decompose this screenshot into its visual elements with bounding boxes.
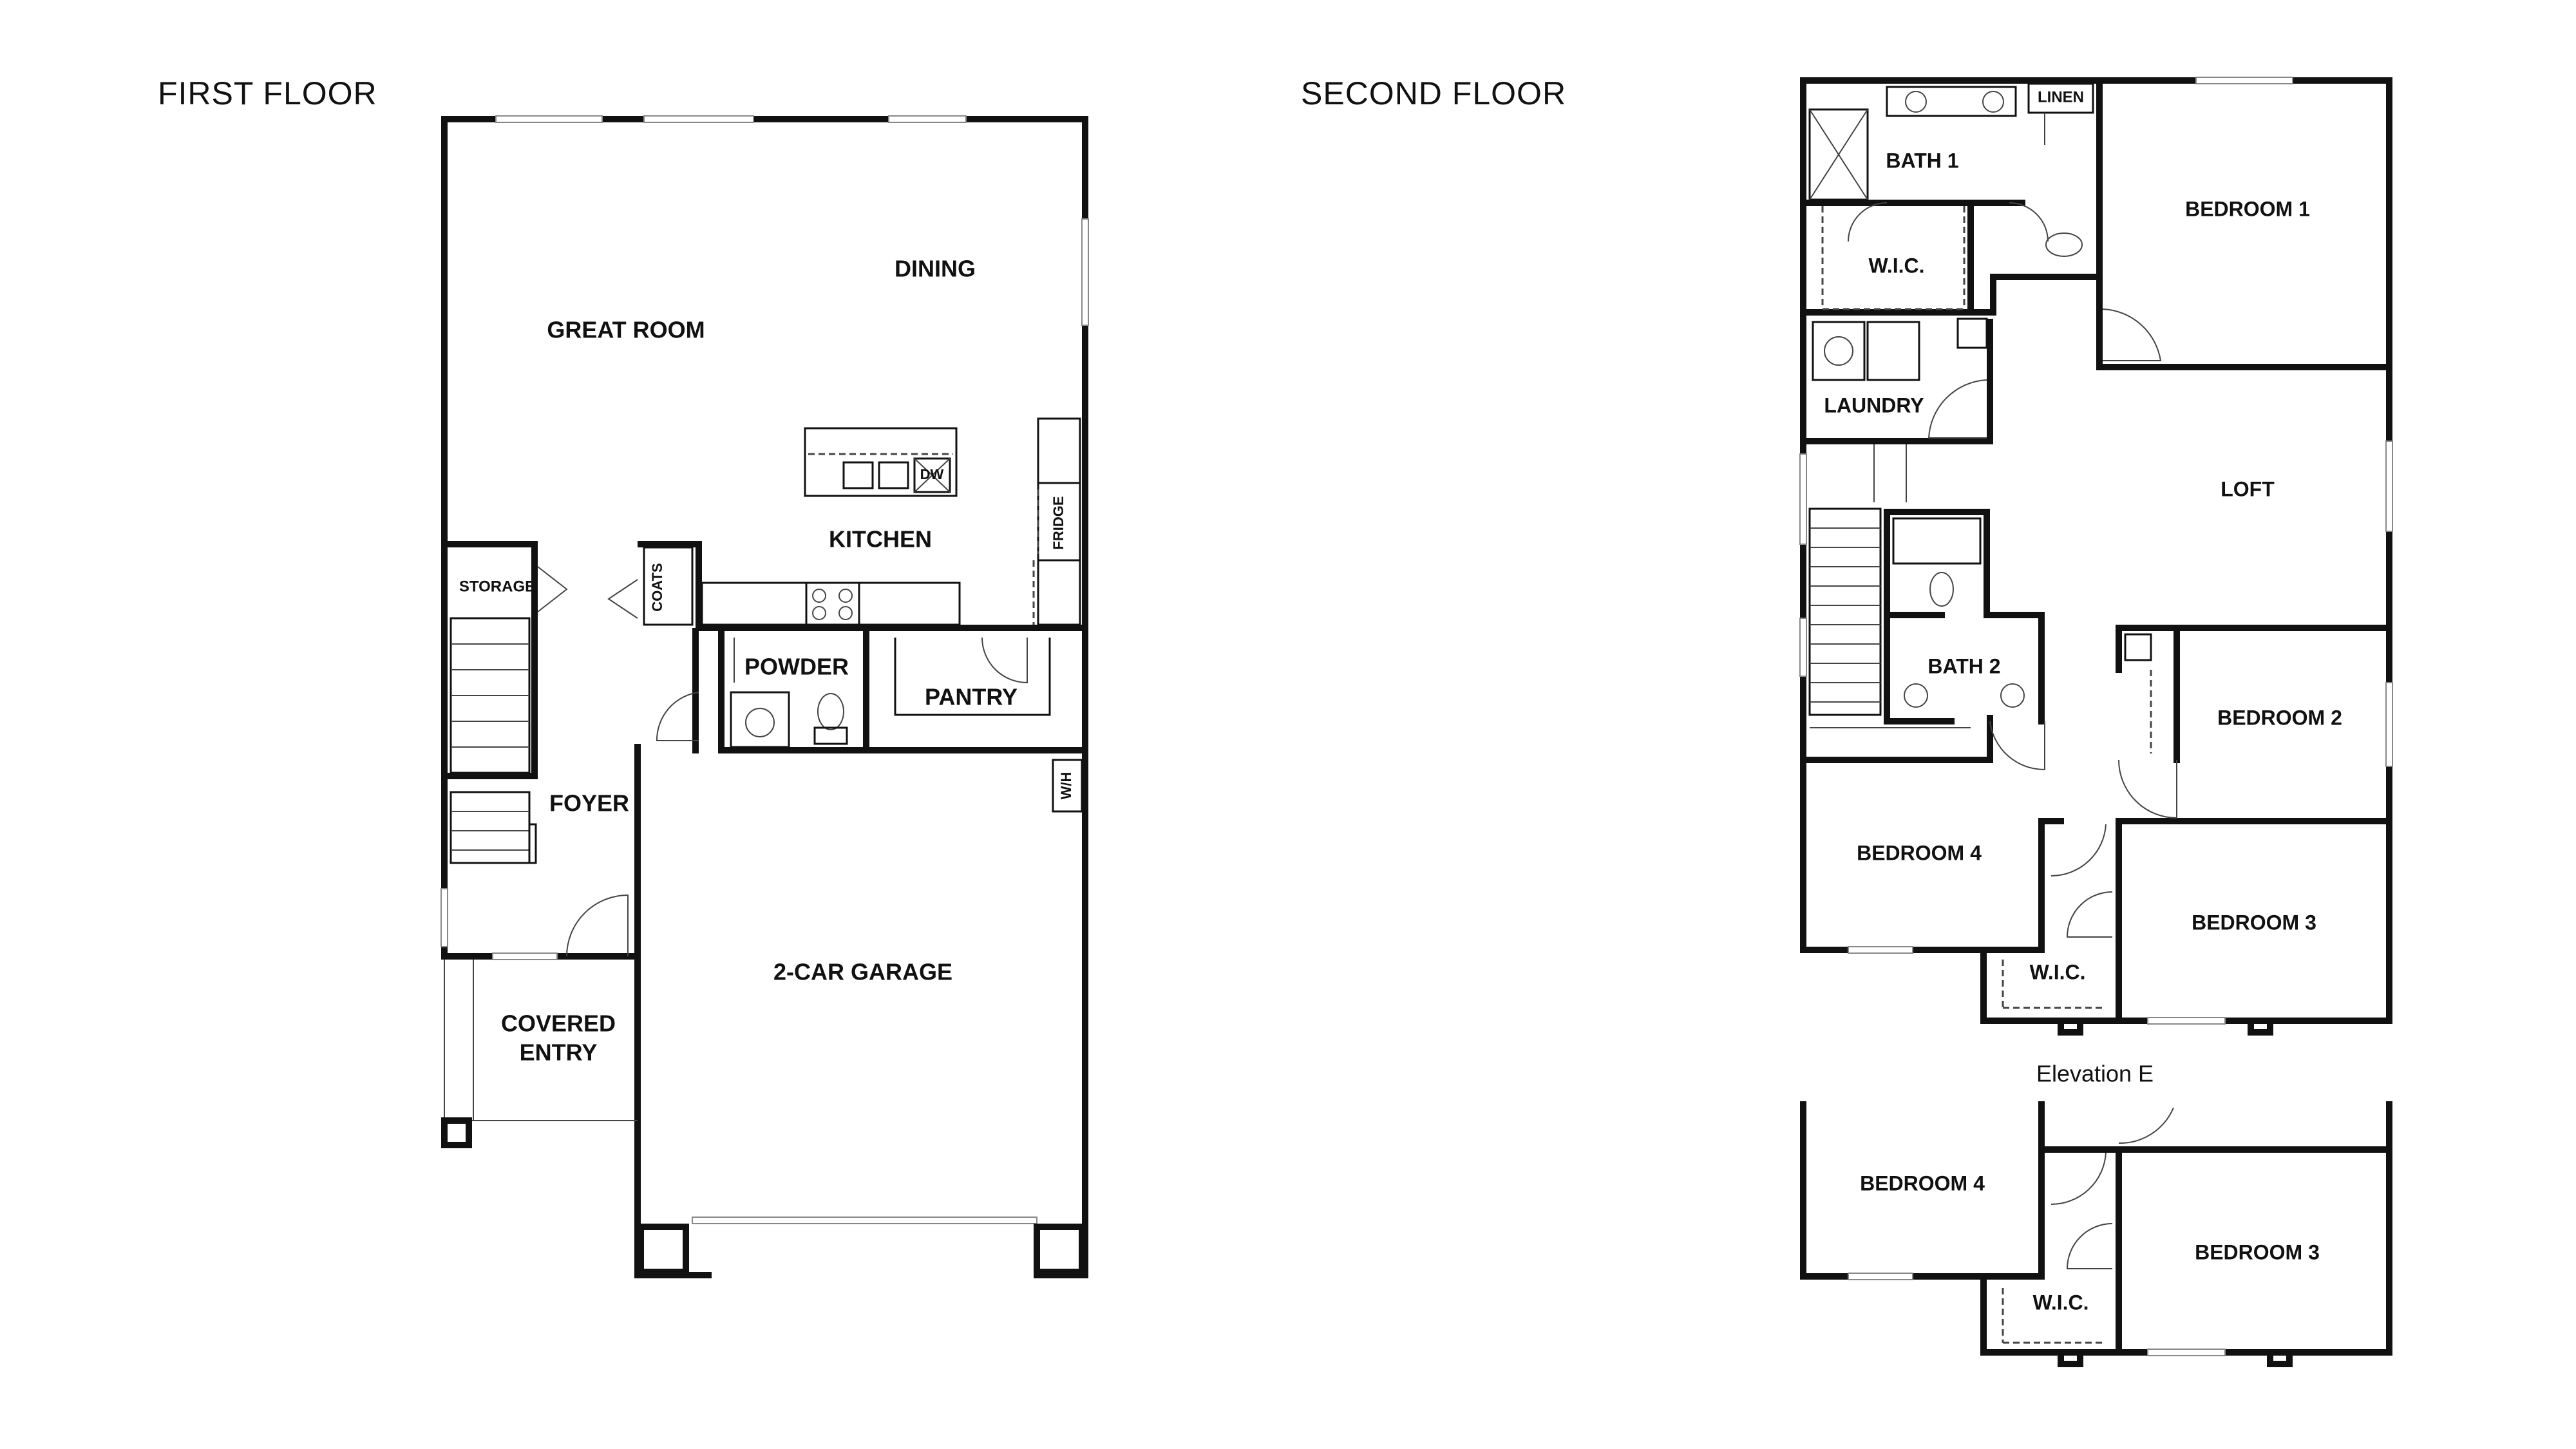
window (2195, 77, 2293, 84)
garage-label: 2-CAR GARAGE (773, 959, 952, 985)
bath2-label: BATH 2 (1927, 654, 2000, 677)
second-floor-walls (1799, 77, 2393, 1036)
bedroom3-label: BEDROOM 3 (2192, 911, 2316, 934)
loft-label: LOFT (2221, 477, 2275, 500)
range (805, 582, 860, 626)
window (2147, 1349, 2226, 1356)
window (1848, 1273, 1913, 1280)
second-floor-title: SECOND FLOOR (1301, 75, 1566, 111)
window (2147, 1017, 2226, 1025)
wic-primary-label: W.I.C. (1868, 254, 1924, 277)
garage-post (638, 1224, 689, 1275)
elevation-e-walls (1800, 1101, 2392, 1367)
storage-label: STORAGE (459, 578, 535, 595)
first-floor-walls (440, 115, 1089, 1278)
entry-post (441, 1117, 472, 1148)
wh-label: W/H (1058, 772, 1074, 800)
linen-label: LINEN (2038, 88, 2084, 106)
second-floor-plan: LINEN BATH 1 BEDROOM 1 W.I.C. LAUNDRY LO… (1799, 77, 2393, 1036)
elev-bedroom4-label: BEDROOM 4 (1860, 1171, 1985, 1195)
powder-label: POWDER (744, 654, 849, 680)
laundry-label: LAUNDRY (1824, 393, 1924, 417)
dining-label: DINING (895, 256, 976, 282)
window (2385, 682, 2393, 767)
kitchen-island (804, 427, 958, 497)
elev-bedroom3-label: BEDROOM 3 (2195, 1240, 2320, 1264)
first-floor-title: FIRST FLOOR (158, 75, 377, 111)
dw-label: DW (920, 466, 944, 482)
elevation-e-plan: Elevation E BEDROOM 4 BEDROOM 3 W.I.C. (1800, 1061, 2392, 1367)
first-floor-plan: GREAT ROOM DINING KITCHEN DW FRIDGE STOR… (440, 115, 1089, 1278)
bath1-label: BATH 1 (1886, 149, 1958, 172)
window (1799, 453, 1807, 545)
elevation-e-label: Elevation E (2036, 1061, 2154, 1087)
great-room-label: GREAT ROOM (547, 317, 705, 343)
bedroom2-label: BEDROOM 2 (2217, 706, 2342, 729)
window (1081, 218, 1089, 326)
pantry-label: PANTRY (925, 684, 1018, 710)
window (1799, 618, 1807, 677)
window (495, 115, 603, 123)
first-floor-stairs (450, 617, 537, 864)
kitchen-label: KITCHEN (829, 526, 932, 553)
bedroom1-label: BEDROOM 1 (2185, 197, 2310, 220)
window (440, 888, 448, 947)
fridge-label: FRIDGE (1050, 496, 1066, 549)
foyer-label: FOYER (549, 790, 629, 817)
garage-door (692, 1217, 1037, 1224)
kitchen-counter (701, 582, 961, 626)
window (1848, 946, 1913, 954)
garage-post (1034, 1224, 1085, 1275)
elev-wic-label: W.I.C. (2032, 1291, 2088, 1314)
window (492, 952, 558, 960)
window (2385, 440, 2393, 532)
wic-bed3-label: W.I.C. (2029, 960, 2085, 983)
coats-label: COATS (649, 563, 665, 611)
bedroom4-label: BEDROOM 4 (1857, 841, 1982, 864)
covered-entry-label-line2: ENTRY (520, 1039, 598, 1066)
window (888, 115, 967, 123)
window (643, 115, 754, 123)
kitchen-fixtures (537, 417, 1083, 957)
covered-entry-label-line1: COVERED (501, 1010, 616, 1037)
